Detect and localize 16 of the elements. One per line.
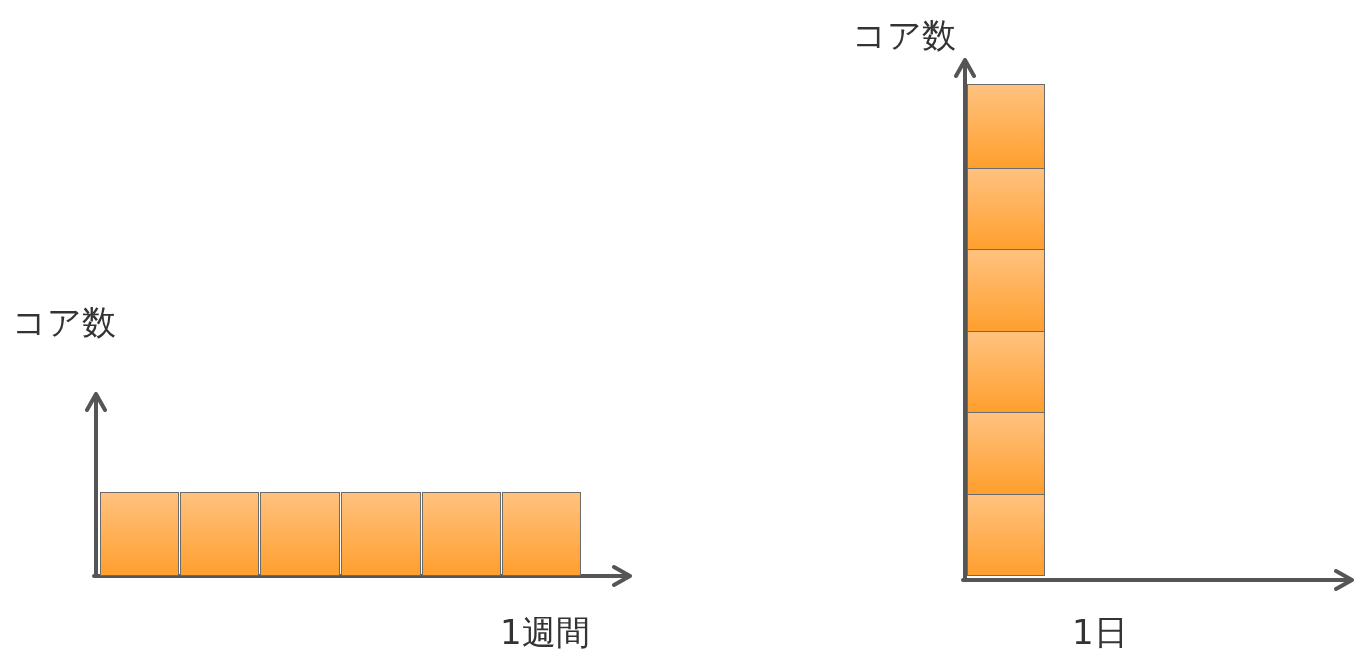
- core-block: [967, 249, 1045, 332]
- axis-label: 1週間: [500, 615, 590, 649]
- core-block: [502, 492, 581, 576]
- core-block: [341, 492, 421, 576]
- axis-label: 1日: [1072, 615, 1128, 649]
- core-block: [967, 494, 1045, 576]
- core-block: [422, 492, 501, 576]
- core-block: [180, 492, 259, 576]
- core-block: [967, 331, 1045, 413]
- core-block: [100, 492, 179, 576]
- core-block: [967, 168, 1045, 250]
- axis-label: コア数: [12, 305, 116, 339]
- core-block: [967, 84, 1045, 169]
- core-block: [260, 492, 340, 576]
- axis-label: コア数: [852, 18, 956, 52]
- core-block: [967, 412, 1045, 495]
